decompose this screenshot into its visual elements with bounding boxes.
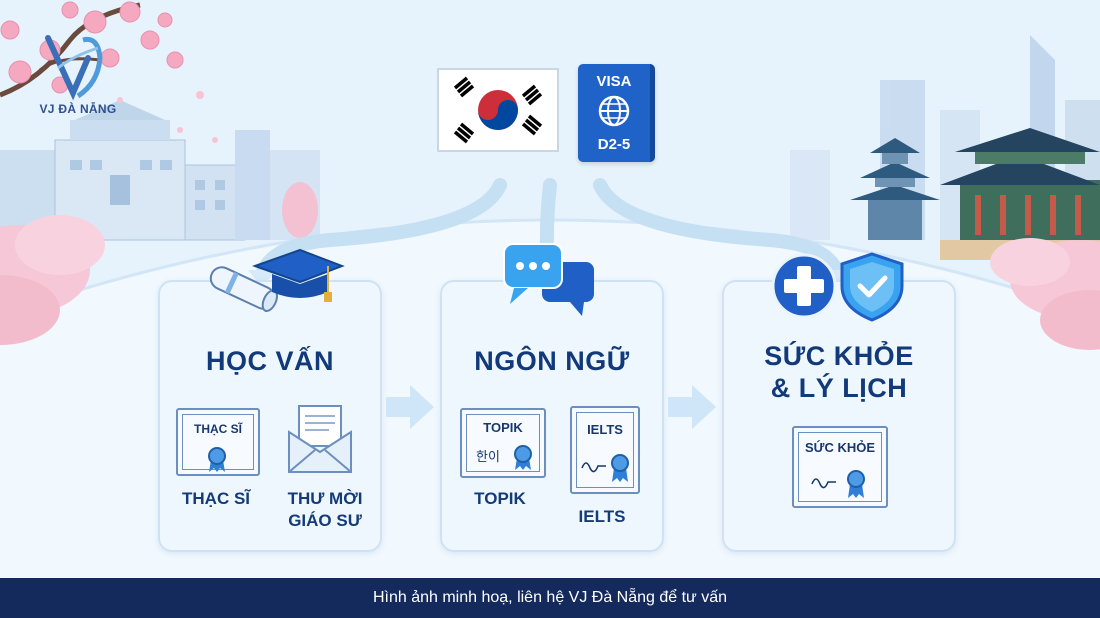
pagoda-icon xyxy=(850,138,940,240)
visa-label: VISA xyxy=(596,73,632,90)
cherry-blossom-branch xyxy=(0,1,218,143)
vj-logo-icon xyxy=(45,35,103,101)
cherry-bush-left xyxy=(0,182,318,345)
topik-doc-title: TOPIK xyxy=(483,420,523,435)
footer-note: Hình ảnh minh hoạ, liên hệ VJ Đà Nẵng để… xyxy=(0,578,1100,618)
label-invitation-line1: THƯ MỜI xyxy=(287,489,363,508)
ielts-certificate-icon: IELTS xyxy=(570,406,640,494)
topik-doc-sub: 한이 xyxy=(476,450,500,465)
shield-check-icon xyxy=(840,252,904,322)
card-title-education: HỌC VẤN xyxy=(205,346,334,376)
medical-shield-icons xyxy=(771,252,904,322)
graduation-cap-icon xyxy=(209,248,345,312)
health-certificate-icon: SỨC KHỎE xyxy=(792,426,888,508)
label-invitation-line2: GIÁO SƯ xyxy=(288,511,362,530)
card-title-health-line1: SỨC KHỎE xyxy=(764,341,914,371)
chat-bubbles-icon xyxy=(503,243,594,316)
ielts-doc-title: IELTS xyxy=(587,422,623,437)
globe-icon xyxy=(598,95,630,127)
cherry-bush-right xyxy=(990,238,1100,350)
flow-arrow-icon xyxy=(386,385,434,429)
card-title-language: NGÔN NGỮ xyxy=(474,346,630,376)
korea-flag-icon xyxy=(437,68,559,152)
card-language: NGÔN NGỮ TOPIK 한이 TOPIK IELTS IELTS xyxy=(440,280,664,552)
flow-arrow-icon xyxy=(668,385,716,429)
signature-seal-icon xyxy=(581,454,629,482)
card-education: HỌC VẤN THẠC SĨ THẠC SĨ THƯ MỜI GIÁO SƯ xyxy=(158,280,382,552)
health-doc-title: SỨC KHỎE xyxy=(804,440,875,455)
card-health-record: SỨC KHỎE & LÝ LỊCH SỨC KHỎE xyxy=(722,280,956,552)
masters-doc-title: THẠC SĨ xyxy=(194,422,242,436)
label-topik: TOPIK xyxy=(474,489,526,508)
card-title-health: SỨC KHỎE & LÝ LỊCH xyxy=(724,340,954,404)
invitation-letter-icon xyxy=(288,405,352,473)
label-invitation: THƯ MỜI GIÁO SƯ xyxy=(270,488,380,532)
masters-certificate-icon: THẠC SĨ xyxy=(176,408,260,476)
brand-logo: VJ ĐÀ NẴNG xyxy=(28,28,128,118)
card-title-health-line2: & LÝ LỊCH xyxy=(770,373,908,403)
seal-icon xyxy=(208,447,226,472)
seal-icon xyxy=(514,445,532,470)
visa-code: D2-5 xyxy=(597,136,631,153)
visa-passport: VISA D2-5 xyxy=(578,64,655,162)
medical-cross-icon xyxy=(771,253,837,319)
label-masters: THẠC SĨ xyxy=(182,489,250,508)
label-ielts: IELTS xyxy=(578,507,626,526)
signature-seal-icon xyxy=(811,470,865,498)
left-city-buildings xyxy=(0,100,320,241)
topik-certificate-icon: TOPIK 한이 xyxy=(460,408,546,478)
logo-text: VJ ĐÀ NẴNG xyxy=(39,102,117,116)
